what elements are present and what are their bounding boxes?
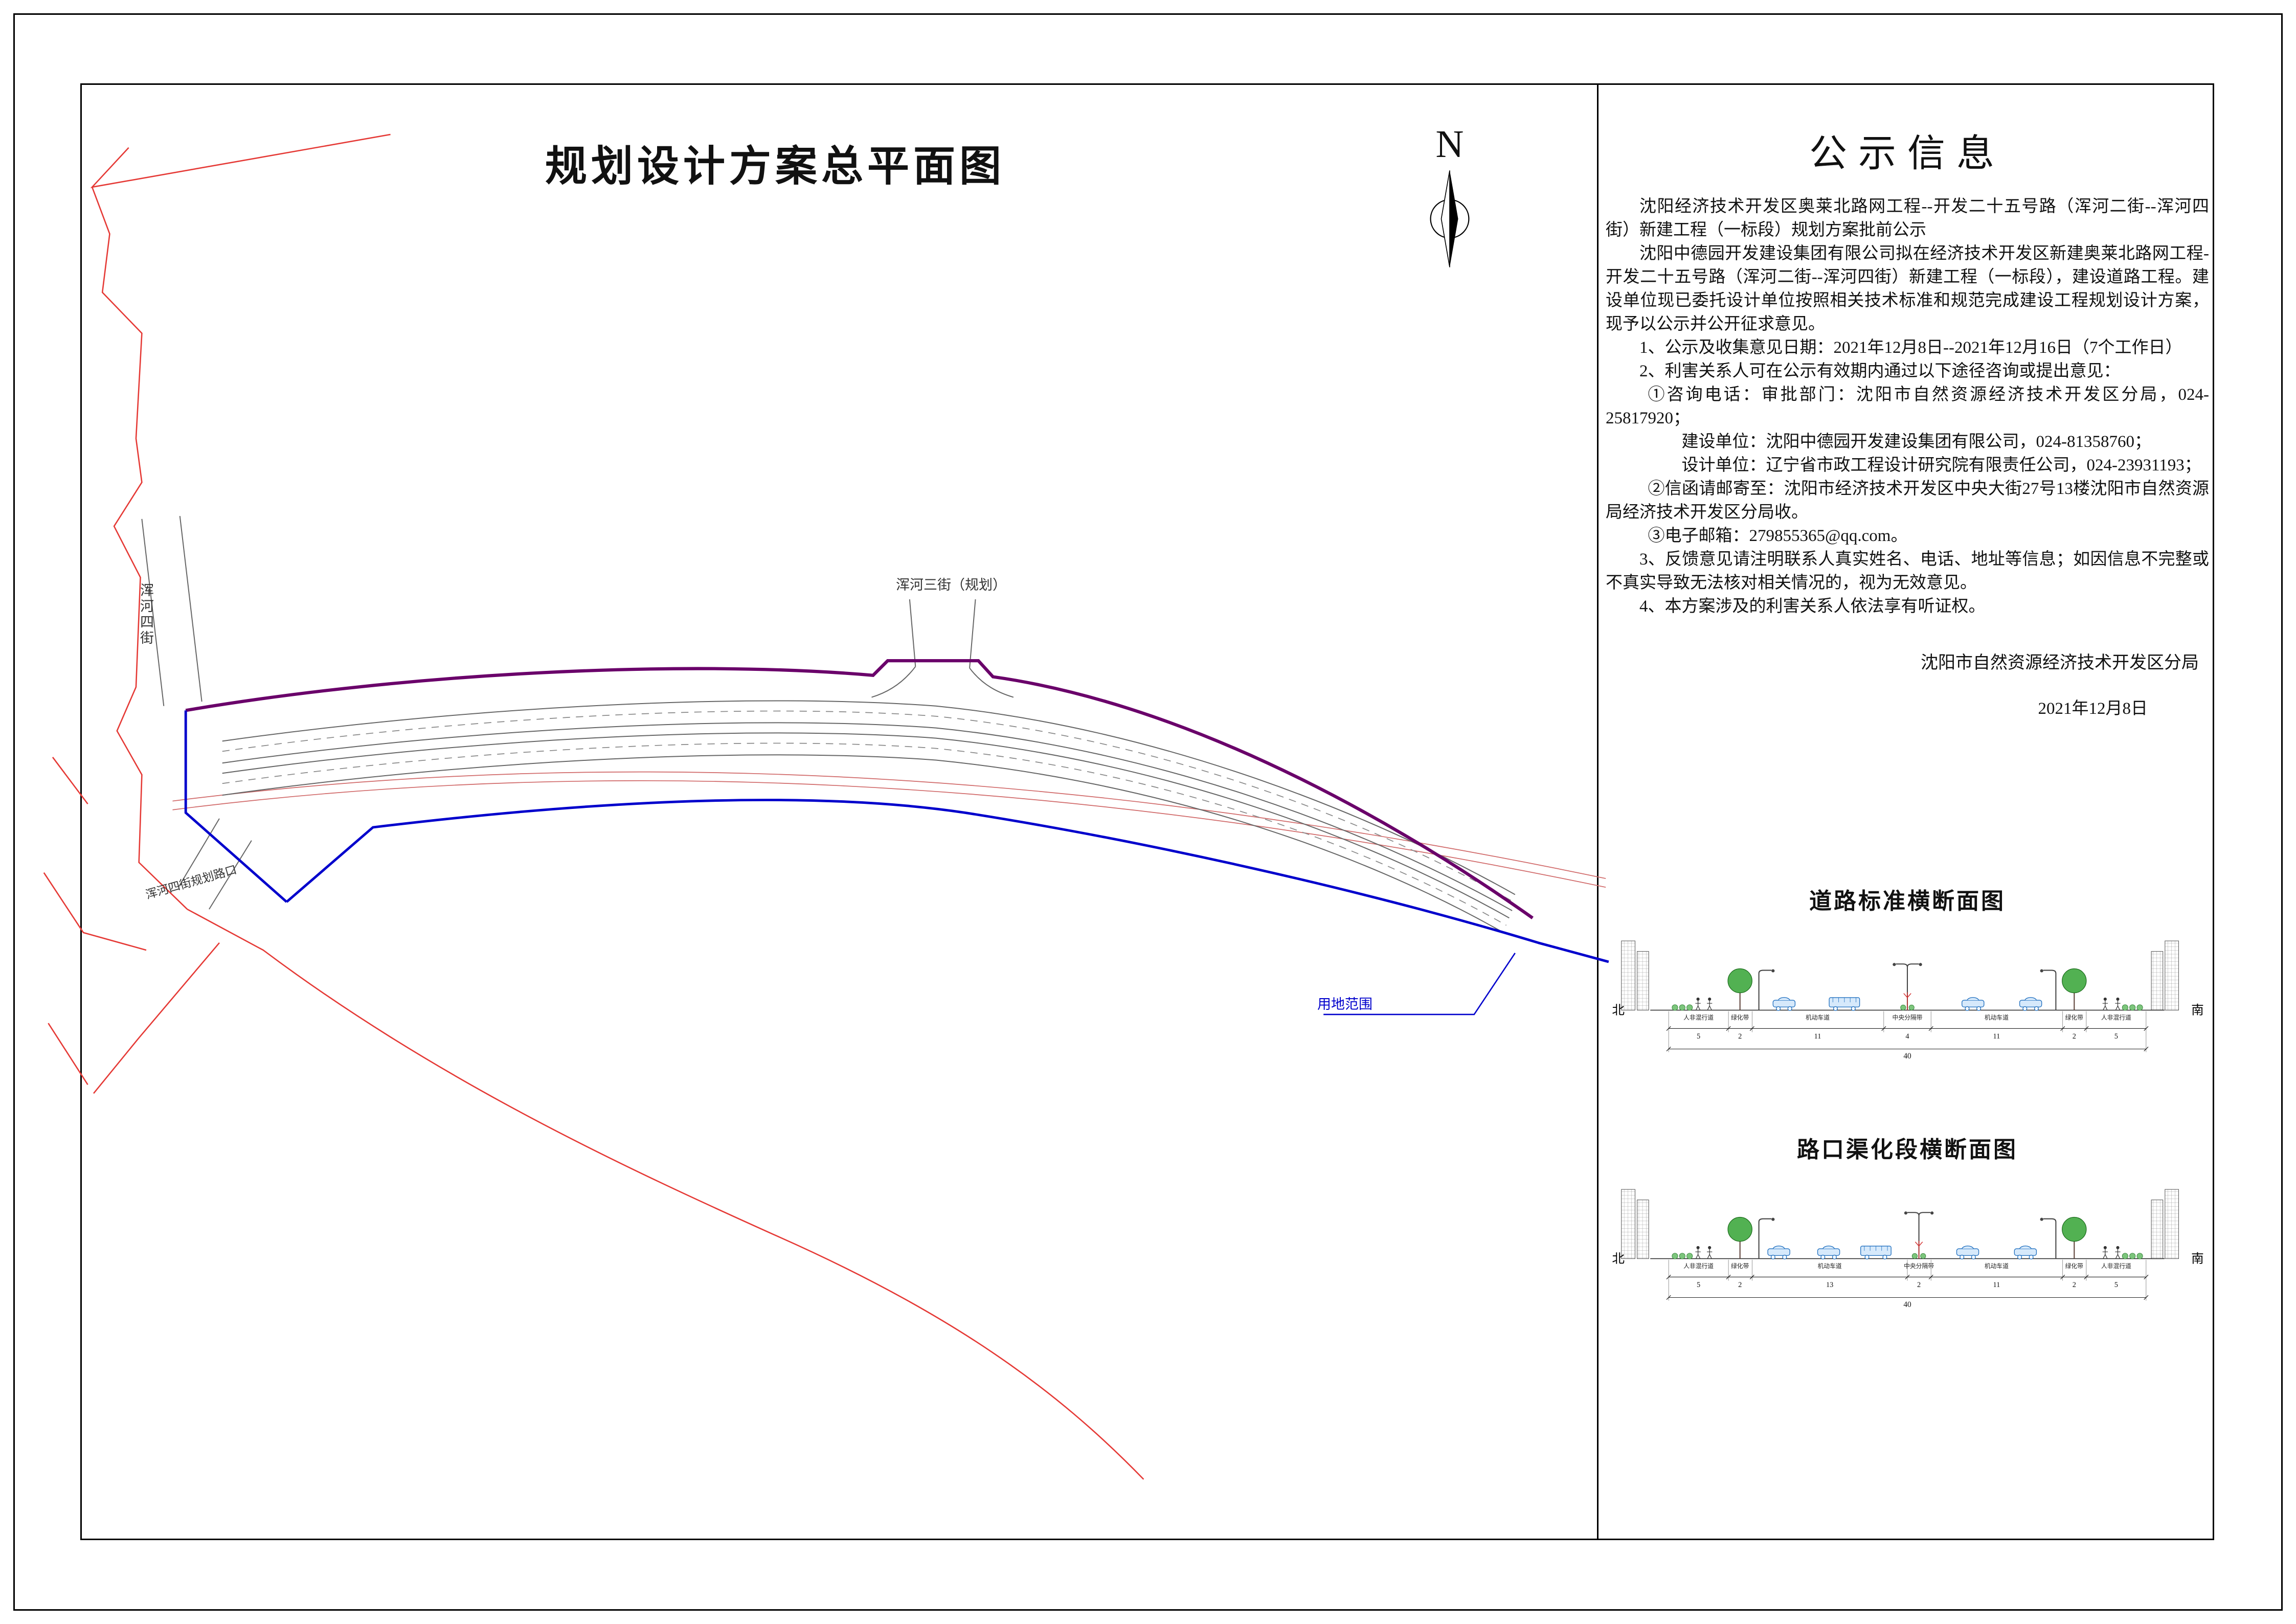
lane-labels: 人非混行道 绿化带 机动车道 中央分隔带 机动车道 绿化带 人非混行道 xyxy=(1683,1014,2131,1021)
dim-value: 2 xyxy=(2073,1281,2076,1289)
road-edges xyxy=(141,515,1516,933)
direction-label-north: 北 xyxy=(1612,1252,1625,1266)
lane-label: 人非混行道 xyxy=(2101,1014,2131,1021)
notice-paragraph: ③电子邮箱：279855365@qq.com。 xyxy=(1648,527,1908,545)
lane-label: 机动车道 xyxy=(1818,1262,1842,1270)
notice-paragraph: 建设单位：沈阳中德园开发建设集团有限公司，024-81358760； xyxy=(1681,433,2152,451)
dim-total: 40 xyxy=(1903,1052,1911,1061)
notice-paragraph: 2、利害关系人可在公示有效期内通过以下途径咨询或提出意见： xyxy=(1639,362,2121,380)
lane-label: 中央分隔带 xyxy=(1904,1262,1934,1270)
notice-date: 2021年12月8日 xyxy=(2038,700,2148,718)
direction-label-south: 南 xyxy=(2191,1252,2204,1266)
notice-paragraph: 3、反馈意见请注明联系人真实姓名、电话、地址等信息；如因信息不完整或不真实导致无… xyxy=(1606,550,2209,592)
section-standard: 道路标准横断面图 xyxy=(1606,883,2209,1081)
dim-total: 40 xyxy=(1903,1300,1911,1309)
dim-value: 2 xyxy=(1738,1281,1742,1289)
dim-value: 11 xyxy=(1993,1032,2000,1041)
lane-label: 绿化带 xyxy=(2065,1014,2084,1021)
north-arrow-icon xyxy=(1430,170,1470,267)
road-centerlines-red xyxy=(172,771,1606,888)
dim-value: 5 xyxy=(2114,1281,2118,1289)
lane-label: 人非混行道 xyxy=(2101,1262,2131,1270)
label-land-scope: 用地范围 xyxy=(1317,997,1372,1012)
notice-paragraph: 1、公示及收集意见日期：2021年12月8日--2021年12月16日（7个工作… xyxy=(1639,339,2182,357)
lane-label: 绿化带 xyxy=(1731,1262,1749,1270)
existing-roads-red xyxy=(43,133,1144,1480)
dim-value: 2 xyxy=(1738,1032,1742,1041)
dim-value: 11 xyxy=(1993,1281,2000,1289)
lane-label: 机动车道 xyxy=(1985,1262,2009,1270)
building-blocks xyxy=(1621,1189,2179,1259)
lane-labels: 人非混行道 绿化带 机动车道 中央分隔带 机动车道 绿化带 人非混行道 xyxy=(1683,1262,2131,1270)
notice-signature: 沈阳市自然资源经济技术开发区分局 xyxy=(1921,653,2199,672)
dimension-values: 5 2 13 2 11 2 5 40 xyxy=(1697,1281,2118,1309)
dim-value: 2 xyxy=(1917,1281,1921,1289)
panel-divider xyxy=(1597,83,1599,1540)
inner-frame xyxy=(80,83,2214,1540)
dim-value: 5 xyxy=(1697,1281,1700,1289)
outer-border xyxy=(13,13,2283,1611)
north-letter: N xyxy=(1435,123,1464,166)
notice-title: 公示信息 xyxy=(1809,133,2006,175)
lane-label: 绿化带 xyxy=(1731,1014,1749,1021)
direction-label-north: 北 xyxy=(1612,1004,1625,1018)
lane-label: 中央分隔带 xyxy=(1893,1014,1923,1021)
section-channelized: 路口渠化段横断面图 人非混行道 绿化带 机动车道 中央分隔带 xyxy=(1606,1131,2209,1329)
lane-label: 机动车道 xyxy=(1806,1014,1830,1021)
notice-paragraph: ①咨询电话：审批部门：沈阳市自然资源经济技术开发区分局，024-25817920… xyxy=(1606,386,2209,427)
section-channelized-title: 路口渠化段横断面图 xyxy=(1797,1137,2018,1162)
lane-label: 绿化带 xyxy=(2065,1262,2084,1270)
dim-value: 2 xyxy=(2073,1032,2076,1041)
dim-value: 13 xyxy=(1826,1281,1833,1289)
street-furniture xyxy=(1672,962,2143,1011)
notice-paragraph: 沈阳中德园开发建设集团有限公司拟在经济技术开发区新建奥莱北路网工程-开发二十五号… xyxy=(1606,244,2209,333)
lane-dashed-lines xyxy=(222,710,1514,926)
notice-paragraph: 沈阳经济技术开发区奥莱北路网工程--开发二十五号路（浑河二街--浑河四街）新建工… xyxy=(1606,197,2209,239)
dimension-values: 5 2 11 4 11 2 5 40 xyxy=(1697,1032,2118,1061)
street-furniture xyxy=(1672,1211,2143,1260)
section-standard-title: 道路标准横断面图 xyxy=(1809,889,2006,914)
lane-label: 人非混行道 xyxy=(1683,1262,1714,1270)
dim-value: 5 xyxy=(1697,1032,1700,1041)
dimension-chain xyxy=(1666,1011,2149,1052)
north-indicator: N xyxy=(1406,124,1493,270)
notice-paragraph: 设计单位：辽宁省市政工程设计研究院有限责任公司，024-23931193； xyxy=(1681,456,2201,475)
notice-body: 沈阳经济技术开发区奥莱北路网工程--开发二十五号路（浑河二街--浑河四街）新建工… xyxy=(1606,195,2209,618)
label-hunhe3-street: 浑河三街（规划） xyxy=(896,577,1006,593)
notice-paragraph: 4、本方案涉及的利害关系人依法享有听证权。 xyxy=(1639,597,1986,616)
direction-label-south: 南 xyxy=(2191,1003,2204,1018)
lane-label: 人非混行道 xyxy=(1683,1014,1714,1021)
channelized-cross-section-drawing: 人非混行道 绿化带 机动车道 中央分隔带 机动车道 绿化带 人非混行道 xyxy=(1612,1189,2204,1309)
corridor-boundary-purple xyxy=(185,659,1534,919)
plan-title: 规划设计方案总平面图 xyxy=(545,143,1005,190)
dim-value: 4 xyxy=(1905,1032,1909,1041)
building-blocks xyxy=(1621,940,2179,1011)
dim-value: 11 xyxy=(1814,1032,1821,1041)
dim-value: 5 xyxy=(2114,1032,2118,1041)
lane-label: 机动车道 xyxy=(1985,1014,2009,1021)
dimension-chain xyxy=(1666,1259,2149,1301)
notice-panel: 公示信息 沈阳经济技术开发区奥莱北路网工程--开发二十五号路（浑河二街--浑河四… xyxy=(1606,102,2209,618)
label-hunhe4-street: 浑河四街 xyxy=(138,583,153,646)
standard-cross-section-drawing: 人非混行道 绿化带 机动车道 中央分隔带 机动车道 绿化带 人非混行道 xyxy=(1612,940,2204,1061)
notice-paragraph: ②信函请邮寄至：沈阳市经济技术开发区中央大街27号13楼沈阳市自然资源局经济技术… xyxy=(1606,480,2209,522)
land-boundary-blue xyxy=(184,710,1609,1016)
